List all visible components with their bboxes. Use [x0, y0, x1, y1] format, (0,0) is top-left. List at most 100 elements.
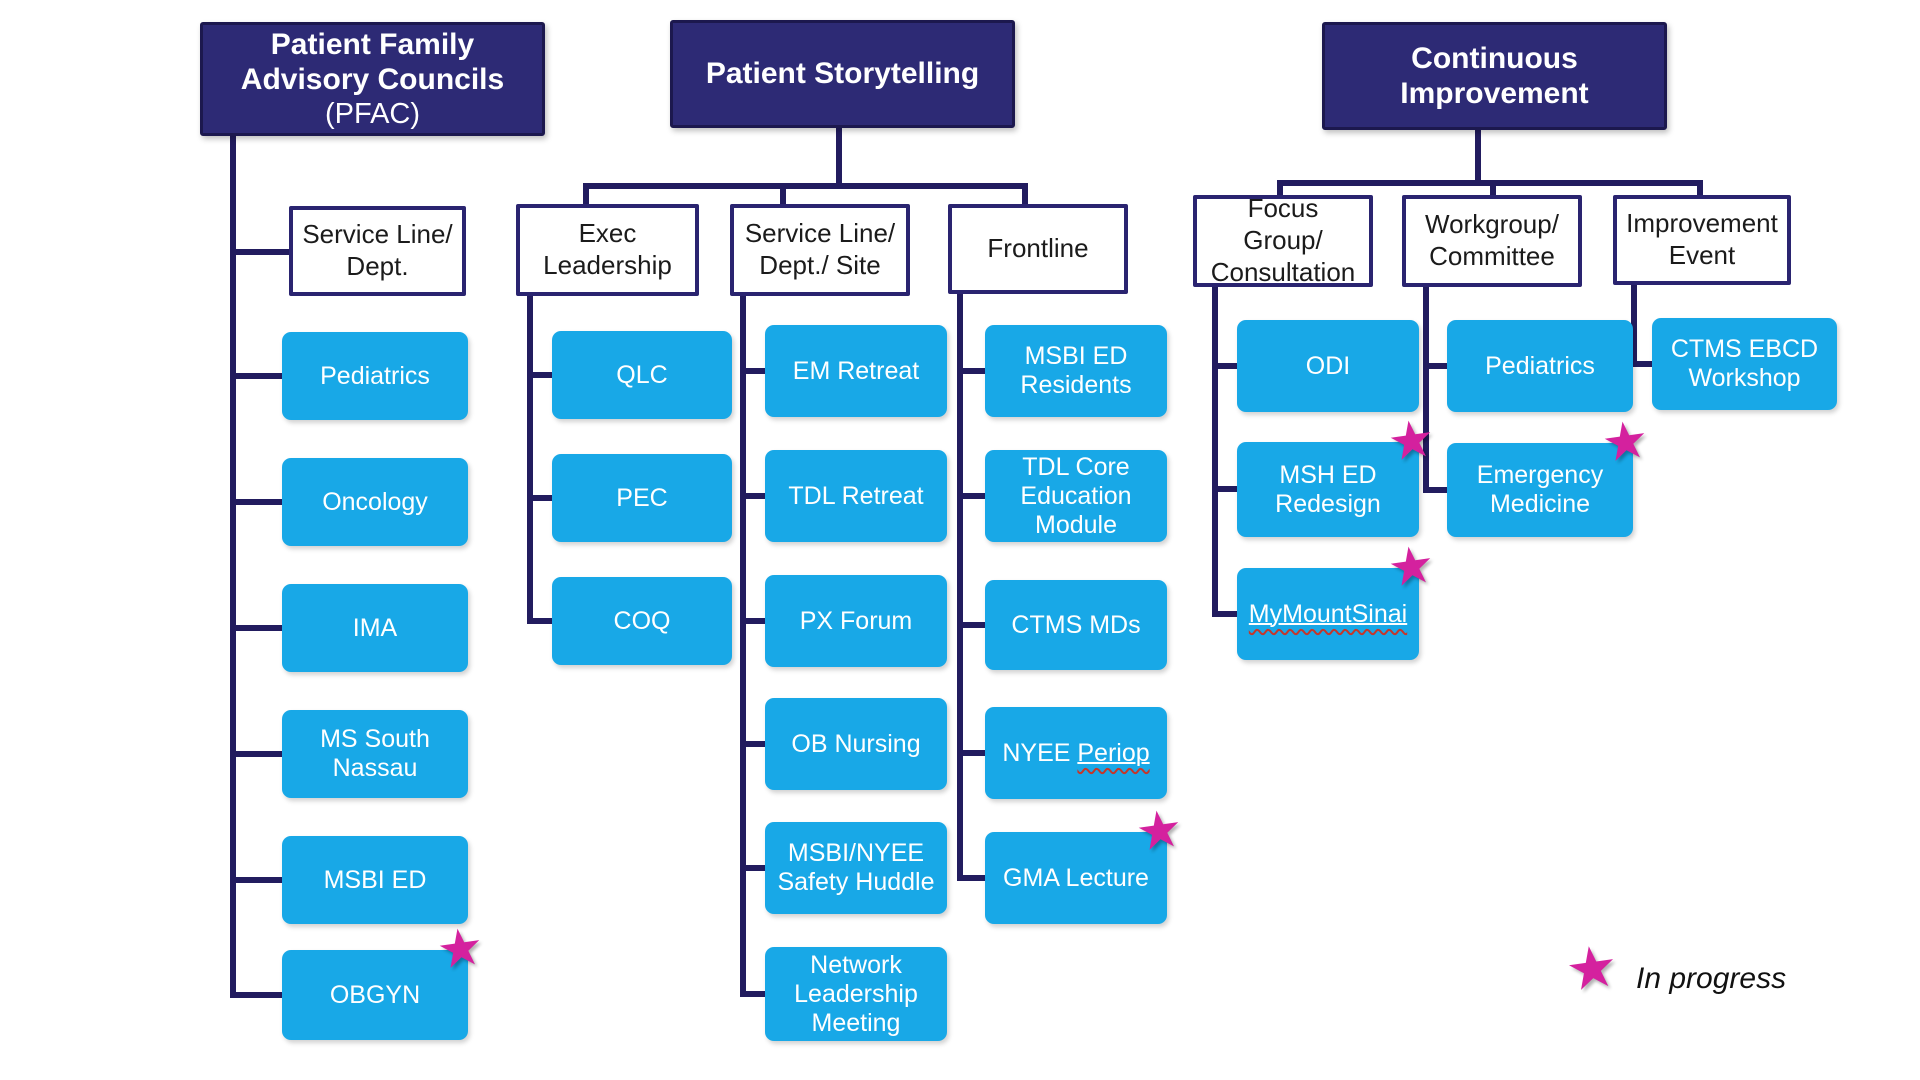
connector-line — [1212, 363, 1237, 369]
node-label: MS South Nassau — [320, 725, 430, 782]
section-title: Patient Storytelling — [705, 57, 980, 91]
node-label: ODI — [1305, 351, 1351, 380]
misspelled-word: MyMountSinai — [1248, 599, 1408, 628]
underlined-word: Periop — [1077, 739, 1149, 767]
connector-line — [957, 875, 985, 881]
connector-line — [957, 750, 985, 756]
node-gma-lecture: GMA Lecture ★ — [985, 799, 1187, 924]
connector-line — [527, 372, 552, 378]
node-ctms-ebcd-workshop: CTMS EBCD Workshop — [1652, 318, 1837, 410]
section-header-patient-storytelling: Patient Storytelling — [670, 20, 1015, 128]
node-label: OBGYN — [329, 980, 421, 1009]
connector-line — [1423, 285, 1429, 493]
node-coq: COQ — [552, 577, 732, 665]
node-label: CTMS EBCD Workshop — [1670, 335, 1819, 392]
node-label: Pediatrics — [1485, 351, 1595, 380]
connector-line — [740, 865, 765, 871]
connector-line — [527, 495, 552, 501]
connector-line — [230, 992, 282, 998]
node-label: OB Nursing — [791, 729, 921, 758]
node-tdl-retreat: TDL Retreat — [765, 450, 947, 542]
node-label-prefix: NYEE — [1002, 738, 1078, 767]
section-title: Continuous Improvement — [1400, 41, 1589, 110]
legend-label: In progress — [1636, 962, 1787, 995]
node-qlc: QLC — [552, 331, 732, 419]
connector-line — [230, 751, 282, 757]
in-progress-star-icon: ★ — [1132, 799, 1187, 863]
category-label: Service Line/ Dept./ Site — [744, 218, 896, 280]
connector-line — [1697, 180, 1703, 202]
connector-line — [230, 625, 282, 631]
section-header-pfac: Patient Family Advisory Councils (PFAC) — [200, 22, 545, 136]
category-label: Focus Group/ Consultation — [1210, 193, 1356, 287]
node-mymountsinai: MyMountSinai ★ — [1237, 535, 1439, 660]
connector-line — [836, 128, 842, 189]
node-label: MSBI ED — [323, 865, 427, 894]
connector-line — [230, 134, 236, 998]
node-ctms-mds: CTMS MDs — [985, 580, 1167, 670]
node-pediatrics: Pediatrics — [282, 332, 468, 420]
section-title: Patient Family Advisory Councils — [240, 27, 505, 96]
node-ms-south-nassau: MS South Nassau — [282, 710, 468, 798]
connector-line — [957, 368, 985, 374]
category-improvement-event: Improvement Event — [1613, 195, 1791, 285]
category-service-line-dept-site: Service Line/ Dept./ Site — [730, 204, 910, 296]
node-network-leadership-meeting: Network Leadership Meeting — [765, 947, 947, 1041]
node-msbi-nyee-safety-huddle: MSBI/NYEE Safety Huddle — [765, 822, 947, 914]
connector-line — [1212, 486, 1237, 492]
section-subtitle: (PFAC) — [324, 98, 421, 131]
node-label: COQ — [613, 606, 671, 635]
node-label: NYEE Periop — [1002, 739, 1149, 768]
category-exec-leadership: Exec Leadership — [516, 204, 699, 296]
node-label: PX Forum — [799, 606, 913, 635]
connector-line — [1423, 363, 1447, 369]
connector-line — [527, 618, 552, 624]
legend-star-icon: ★ — [1561, 932, 1623, 1005]
connector-line — [1631, 361, 1657, 367]
connector-line — [1022, 183, 1028, 210]
connector-line — [230, 249, 289, 255]
connector-line — [1490, 180, 1496, 202]
node-label: MSH ED Redesign — [1275, 460, 1381, 518]
node-label: Network Leadership Meeting — [794, 950, 918, 1037]
node-label: QLC — [616, 360, 668, 389]
node-label: PEC — [616, 483, 668, 512]
connector-line — [1631, 283, 1637, 367]
category-focus-group-consultation: Focus Group/ Consultation — [1193, 193, 1373, 287]
category-label: Service Line/ Dept. — [302, 219, 453, 281]
category-label: Frontline — [987, 233, 1089, 264]
node-obgyn: OBGYN ★ — [282, 917, 488, 1040]
node-odi: ODI — [1237, 320, 1419, 412]
node-label: Oncology — [322, 487, 428, 516]
node-label: CTMS MDs — [1011, 610, 1141, 639]
node-ima: IMA — [282, 584, 468, 672]
connector-line — [583, 183, 1028, 189]
connector-line — [740, 493, 765, 499]
connector-line — [957, 292, 963, 881]
node-ob-nursing: OB Nursing — [765, 698, 947, 790]
connector-line — [740, 741, 765, 747]
connector-line — [1212, 285, 1218, 617]
node-msh-ed-redesign: MSH ED Redesign ★ — [1237, 409, 1439, 537]
category-label: Improvement Event — [1626, 208, 1778, 270]
node-label: MSBI/NYEE Safety Huddle — [777, 839, 935, 896]
connector-line — [583, 183, 589, 210]
node-label: MSBI ED Residents — [1020, 342, 1132, 399]
category-label: Workgroup/ Committee — [1425, 209, 1559, 271]
connector-line — [740, 618, 765, 624]
node-tdl-core-education-module: TDL Core Education Module — [985, 450, 1167, 542]
node-pediatrics-workgroup: Pediatrics — [1447, 320, 1633, 412]
node-label: Emergency Medicine — [1476, 461, 1604, 518]
connector-line — [230, 877, 282, 883]
node-label: TDL Core Education Module — [1020, 452, 1132, 539]
node-oncology: Oncology — [282, 458, 468, 546]
underlined-word: MyMountSinai — [1249, 600, 1407, 628]
node-label: Pediatrics — [320, 361, 430, 390]
node-label: EM Retreat — [792, 356, 920, 385]
connector-line — [957, 493, 985, 499]
in-progress-star-icon: ★ — [1384, 535, 1439, 599]
category-frontline: Frontline — [948, 204, 1128, 294]
connector-line — [1475, 128, 1481, 186]
node-px-forum: PX Forum — [765, 575, 947, 667]
